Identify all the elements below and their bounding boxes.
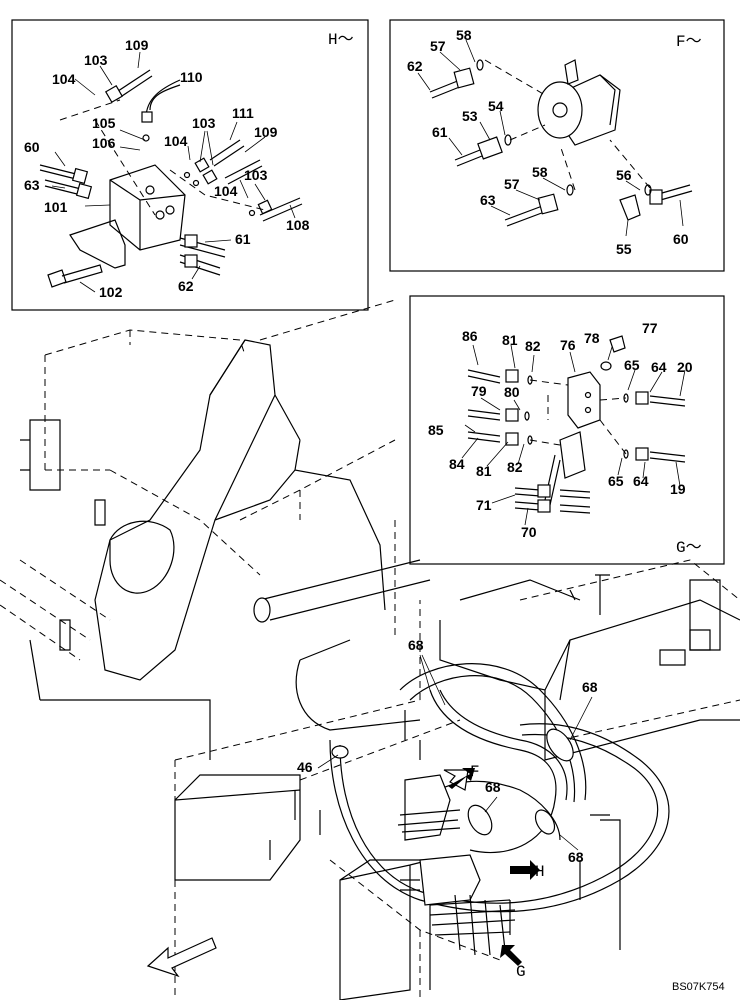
callouts-h: 109 103 104 110 105 106 104 103 111 109 … (24, 37, 310, 300)
callout: 85 (428, 422, 444, 438)
callout: 68 (408, 637, 424, 653)
callout: 61 (235, 231, 251, 247)
callout: 82 (525, 338, 541, 354)
callout: 102 (99, 284, 123, 300)
callout: 104 (214, 183, 238, 199)
callout: 86 (462, 328, 478, 344)
callouts-f: 58 57 62 53 54 61 58 57 63 56 55 60 (407, 27, 689, 257)
pointer-label-h: H (535, 863, 545, 881)
drawing-code: BS07K754 (672, 981, 725, 993)
view-f-box: F～ (389, 19, 725, 272)
callout: 58 (532, 164, 548, 180)
callout: 54 (488, 98, 504, 114)
callout: 104 (52, 71, 76, 87)
callout: 63 (24, 177, 40, 193)
callout: 101 (44, 199, 68, 215)
callout: 57 (430, 38, 446, 54)
callout: 64 (651, 359, 667, 375)
view-g-label: G～ (676, 539, 702, 557)
callout: 77 (642, 320, 658, 336)
view-h-box: H～ (11, 19, 369, 311)
callout: 62 (178, 278, 194, 294)
view-f-label: F～ (676, 33, 702, 51)
pointer-label-g: G (516, 963, 526, 981)
callout: 20 (677, 359, 693, 375)
callout: 103 (84, 52, 108, 68)
callout: 55 (616, 241, 632, 257)
callout: 110 (180, 69, 203, 85)
callout: 109 (125, 37, 149, 53)
callouts-g: 86 81 82 76 78 77 79 80 65 64 20 85 84 8… (428, 320, 693, 540)
callout: 64 (633, 473, 649, 489)
callouts-main: 68 68 46 68 68 (297, 637, 598, 865)
callout: 81 (502, 332, 518, 348)
callout: 53 (462, 108, 478, 124)
callout: 65 (608, 473, 624, 489)
view-g-box: G～ (409, 295, 725, 565)
callout: 46 (297, 759, 313, 775)
callout: 58 (456, 27, 472, 43)
callout: 108 (286, 217, 310, 233)
callout: 104 (164, 133, 188, 149)
callout: 81 (476, 463, 492, 479)
callout: 56 (616, 167, 632, 183)
callout: 60 (24, 139, 40, 155)
view-h-label: H～ (328, 31, 354, 49)
frame-structure (0, 299, 740, 1001)
callout: 19 (670, 481, 686, 497)
callout: 82 (507, 459, 523, 475)
callout: 84 (449, 456, 465, 472)
callout: 71 (476, 497, 492, 513)
callout: 111 (232, 105, 254, 121)
pointer-labels: F H G (470, 763, 545, 981)
callout: 79 (471, 383, 487, 399)
callout: 68 (582, 679, 598, 695)
callout: 65 (624, 357, 640, 373)
callout: 62 (407, 58, 423, 74)
callout: 103 (192, 115, 216, 131)
pointer-label-f: F (470, 763, 480, 781)
callout: 68 (568, 849, 584, 865)
view-pointers (146, 768, 540, 978)
callout: 105 (92, 115, 116, 131)
callout: 106 (92, 135, 116, 151)
callout: 57 (504, 176, 520, 192)
callout: 78 (584, 330, 600, 346)
callout: 68 (485, 779, 501, 795)
callout: 61 (432, 124, 448, 140)
callout: 76 (560, 337, 576, 353)
callout: 60 (673, 231, 689, 247)
callout: 103 (244, 167, 268, 183)
callout: 80 (504, 384, 520, 400)
callout: 109 (254, 124, 278, 140)
callout: 70 (521, 524, 537, 540)
callout: 63 (480, 192, 496, 208)
